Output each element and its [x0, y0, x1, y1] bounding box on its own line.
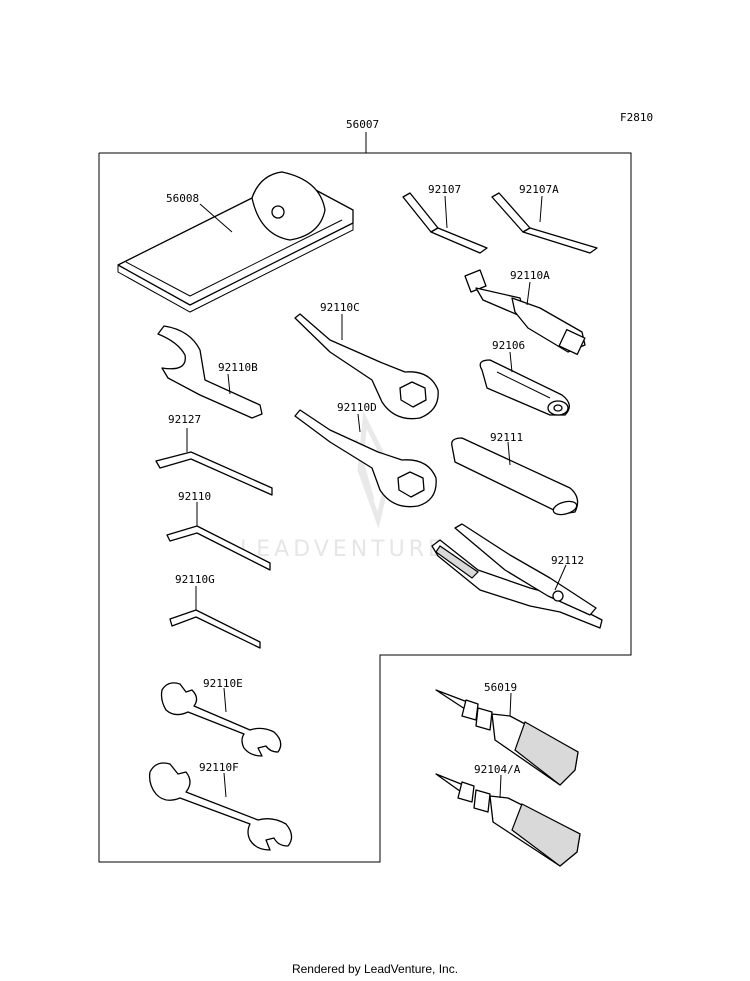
- part-label-92110a: 92110A: [510, 269, 550, 282]
- figure-code: F2810: [620, 111, 653, 124]
- part-label-92110e: 92110E: [203, 677, 243, 690]
- open-end-wrench-92110e: 92110E: [160, 677, 282, 757]
- ring-wrench-92110c: 92110C: [294, 301, 439, 420]
- part-label-92110c: 92110C: [320, 301, 360, 314]
- tool-pouch: 56008: [117, 171, 354, 313]
- part-label-92127: 92127: [168, 413, 201, 426]
- open-end-wrench-92110f: 92110F: [148, 761, 293, 851]
- hex-key-92110g: 92110G: [169, 573, 261, 649]
- hook-wrench-92110b: 92110B: [157, 325, 263, 419]
- grease-tube-92104a: 92104/A: [435, 763, 581, 867]
- part-label-92110b: 92110B: [218, 361, 258, 374]
- pliers-92112: 92112: [431, 523, 603, 629]
- screwdriver-bit-92107: 92107: [402, 183, 488, 254]
- ring-wrench-92110d: 92110D: [294, 401, 437, 508]
- part-label-92110d: 92110D: [337, 401, 377, 414]
- watermark-text: LEADVENTURE: [240, 537, 446, 562]
- socket-92106: 92106: [479, 339, 570, 416]
- part-label-92111: 92111: [490, 431, 523, 444]
- kit-label: 56007: [346, 118, 379, 131]
- part-label-92107a: 92107A: [519, 183, 559, 196]
- part-label-56008: 56008: [166, 192, 199, 205]
- spark-plug-wrench-92110a: 92110A: [464, 269, 586, 356]
- part-label-92104a: 92104/A: [474, 763, 521, 776]
- part-label-92106: 92106: [492, 339, 525, 352]
- part-label-56019: 56019: [484, 681, 517, 694]
- hex-key-92127: 92127: [155, 413, 273, 496]
- footer-credit: Rendered by LeadVenture, Inc.: [291, 962, 459, 976]
- part-label-92110g: 92110G: [175, 573, 215, 586]
- extension-handle-92111: 92111: [451, 431, 579, 516]
- screwdriver-bit-92107a: 92107A: [491, 183, 598, 254]
- part-label-92110: 92110: [178, 490, 211, 503]
- part-label-92110f: 92110F: [199, 761, 239, 774]
- part-label-92112: 92112: [551, 554, 584, 567]
- grease-tube-56019: 56019: [435, 681, 579, 786]
- hex-key-92110: 92110: [166, 490, 271, 571]
- kit-outline: 56007: [98, 118, 632, 863]
- part-label-92107: 92107: [428, 183, 461, 196]
